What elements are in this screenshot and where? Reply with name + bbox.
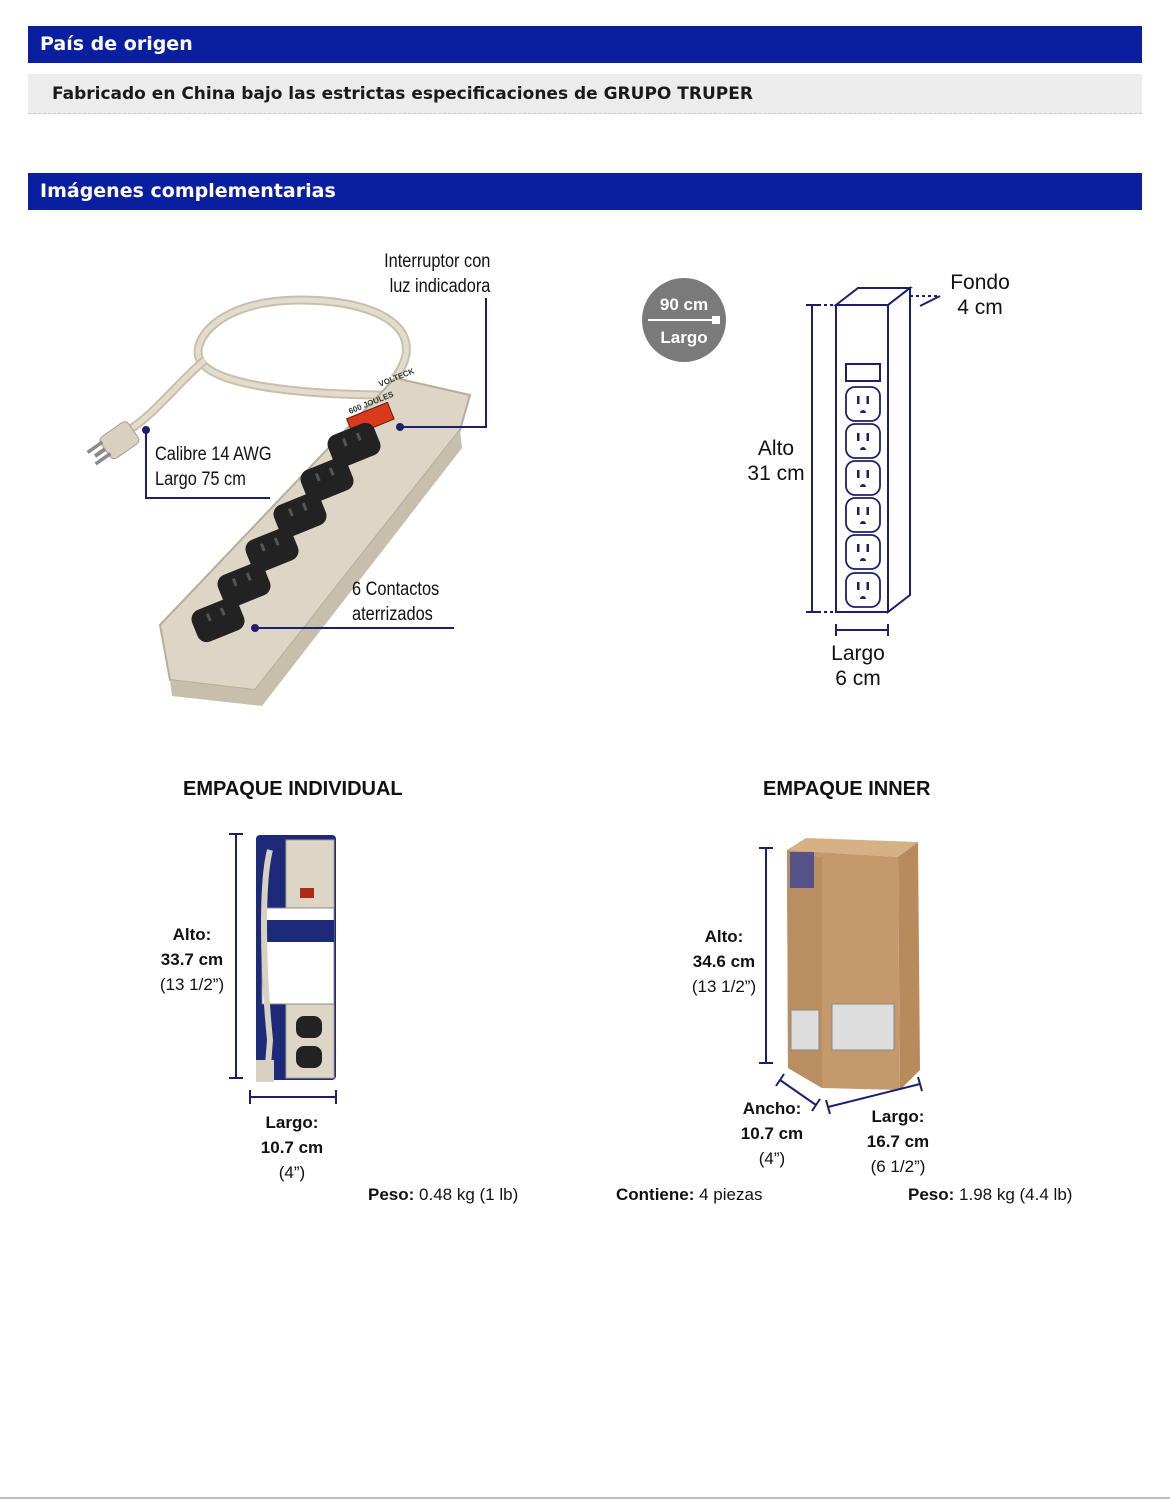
cable-callout-line1: Calibre 14 AWG [155,444,272,465]
switch-callout-line1: Interruptor con [384,251,491,272]
cable-callout-line2: Largo 75 cm [155,469,246,490]
individual-package-title: EMPAQUE INDIVIDUAL [183,778,403,800]
height-label: Alto [757,437,795,460]
inner-weight-value: 1.98 kg (4.4 lb) [959,1185,1073,1204]
inner-contents: Contiene: 4 piezas [616,1182,762,1207]
inner-length: Largo: 16.7 cm (6 1/2”) [858,1104,938,1179]
height-dimension: Alto 31 cm [736,436,816,486]
inner-width-inches: (4”) [758,1149,786,1168]
inner-length-inches: (6 1/2”) [870,1157,926,1176]
inner-contents-label: Contiene: [616,1185,695,1204]
switch-callout: Interruptor con luz indicadora [370,249,490,299]
page-bottom-rule [0,1497,1170,1499]
inner-width-value: 10.7 cm [740,1124,804,1143]
power-strip-image [86,295,472,706]
individual-package-image [256,835,336,1082]
depth-value: 4 cm [957,296,1003,319]
length-label: Largo [831,642,885,665]
images-section-header: Imágenes complementarias [28,173,1142,210]
individual-weight-label: Peso: [368,1185,415,1204]
individual-height-inches: (13 1/2”) [159,975,225,994]
inner-contents-value: 4 piezas [699,1185,763,1204]
individual-weight: Peso: 0.48 kg (1 lb) [368,1182,518,1207]
inner-height: Alto: 34.6 cm (13 1/2”) [684,924,764,999]
outlets-callout-line1: 6 Contactos [352,579,440,600]
inner-box-image [787,838,920,1090]
origin-section-header: País de origen [28,26,1142,63]
dimension-lines [806,295,941,636]
individual-height-label: Alto: [172,925,212,944]
inner-height-value: 34.6 cm [692,952,756,971]
individual-length-value: 10.7 cm [260,1138,324,1157]
outlets-callout: 6 Contactos aterrizados [352,577,439,627]
cord-badge [642,278,726,362]
length-dimension: Largo 6 cm [818,641,898,691]
cord-length-value: 90 cm [659,295,709,314]
depth-dimension: Fondo 4 cm [940,270,1020,320]
length-value: 6 cm [835,667,881,690]
inner-length-label: Largo: [871,1107,925,1126]
inner-package-title: EMPAQUE INNER [763,778,931,800]
individual-length: Largo: 10.7 cm (4”) [252,1110,332,1185]
inner-length-value: 16.7 cm [866,1132,930,1151]
inner-weight: Peso: 1.98 kg (4.4 lb) [908,1182,1072,1207]
individual-height: Alto: 33.7 cm (13 1/2”) [152,922,232,997]
inner-height-label: Alto: [704,927,744,946]
height-value: 31 cm [747,462,805,485]
cable-callout: Calibre 14 AWG Largo 75 cm [155,442,272,492]
cord-length-label: Largo [660,328,708,347]
individual-length-inches: (4”) [278,1163,306,1182]
origin-text: Fabricado en China bajo las estrictas es… [28,74,1142,114]
switch-callout-line2: luz indicadora [389,276,491,297]
individual-height-value: 33.7 cm [160,950,224,969]
inner-height-inches: (13 1/2”) [691,977,757,996]
depth-label: Fondo [950,271,1010,294]
inner-width-label: Ancho: [742,1099,802,1118]
outlets-callout-line2: aterrizados [352,604,433,625]
inner-width: Ancho: 10.7 cm (4”) [732,1096,812,1171]
individual-weight-value: 0.48 kg (1 lb) [419,1185,519,1204]
individual-length-label: Largo: [265,1113,319,1132]
inner-weight-label: Peso: [908,1185,955,1204]
